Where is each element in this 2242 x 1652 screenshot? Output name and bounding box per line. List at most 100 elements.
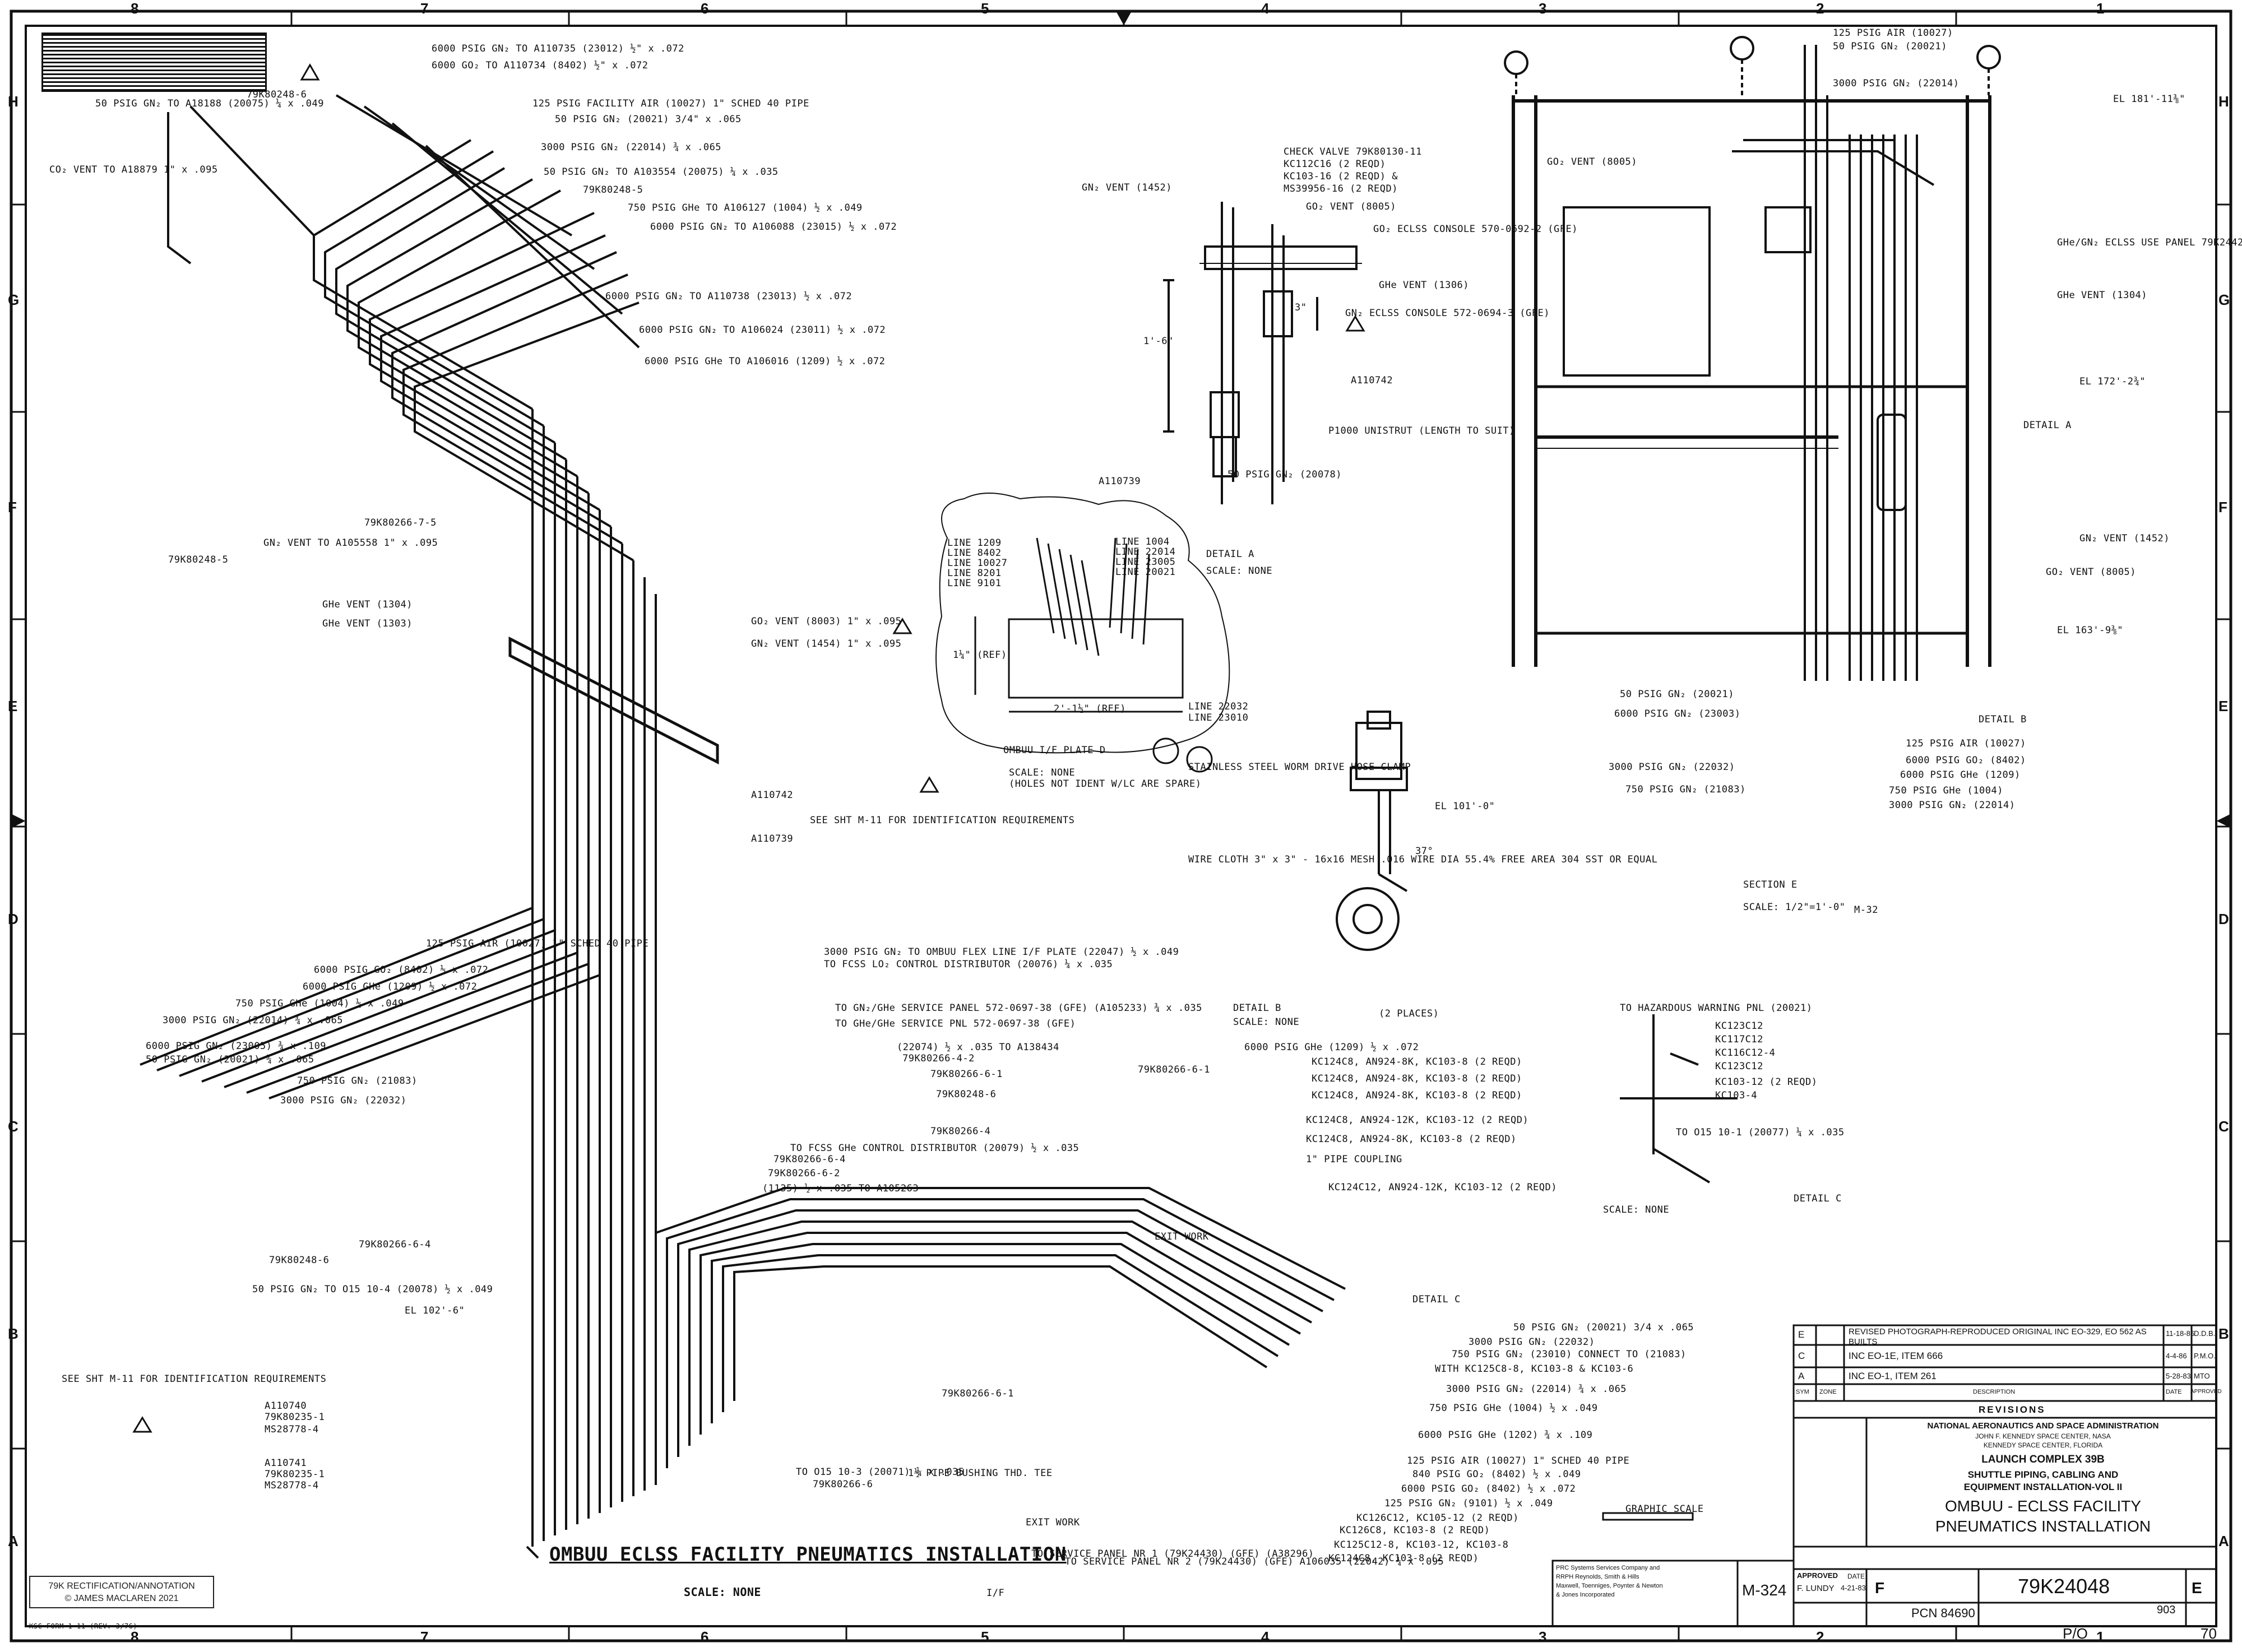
title-block-center: JOHN F. KENNEDY SPACE CENTER, NASA (1975, 1432, 2111, 1440)
copyright-line-1: 79K RECTIFICATION/ANNOTATION (48, 1581, 195, 1591)
detail-b-callout: DETAIL B (1233, 1003, 1281, 1014)
copyright-stamp: 79K RECTIFICATION/ANNOTATION © JAMES MAC… (29, 1576, 214, 1608)
title-block-pcn: PCN 84690 (1911, 1606, 1975, 1620)
drawing-main-title: OMBUU ECLSS FACILITY PNEUMATICS INSTALLA… (549, 1543, 1067, 1566)
contractor-line-2: RRPH Reynolds, Smith & Hills (1556, 1574, 1639, 1580)
iso-callout: TO SERVICE PANEL NR 1 (79K24430) (GFE) (… (1031, 1548, 1314, 1560)
revision-sym-e: E (1798, 1329, 1805, 1340)
grid-row-h: H (8, 93, 18, 110)
section-e-callout: GO₂ VENT (8005) (1547, 156, 1638, 168)
revision-date-c: 4-4-86 (2166, 1352, 2187, 1360)
revision-header-zone: ZONE (1819, 1389, 1837, 1395)
title-block-approved-label: APPROVED (1797, 1571, 1838, 1580)
iso-callout: SEE SHT M-11 FOR IDENTIFICATION REQUIREM… (810, 815, 1075, 826)
iso-callout: 79K80248-5 (583, 184, 643, 196)
plate-callout: LINE 1209 (947, 537, 1002, 549)
iso-callout: 6000 PSIG GN₂ TO A106088 (23015) ½ x .07… (650, 221, 897, 233)
grid-row-g-right: G (2218, 291, 2230, 308)
iso-callout: TO GN₂/GHe SERVICE PANEL 572-0697-38 (GF… (835, 1003, 1202, 1014)
grid-row-b-right: B (2218, 1325, 2229, 1342)
detail-b-callout: SCALE: NONE (1233, 1017, 1300, 1028)
iso-callout: 3000 PSIG GN₂ (22014) ¾ x .065 (541, 142, 722, 153)
grid-row-g: G (8, 291, 20, 308)
grid-row-e: E (8, 698, 18, 714)
detail-a-callout: 3" (1295, 302, 1307, 313)
detail-b-callout: KC124C8, AN924-12K, KC103-12 (2 REQD) (1306, 1115, 1529, 1126)
section-e-callout: 3000 PSIG GN₂ (22014) (1833, 78, 1960, 89)
grid-row-e-right: E (2218, 698, 2229, 714)
plate-callout: SCALE: NONE (1009, 767, 1076, 778)
iso-callout: 79K80266-4 (930, 1126, 991, 1137)
grid-row-h-right: H (2218, 93, 2229, 110)
page-mark-70: 70 (2201, 1625, 2217, 1642)
grid-column-4-bottom: 4 (1261, 1628, 1270, 1645)
contractor-line-1: PRC Systems Services Company and (1556, 1565, 1660, 1571)
detail-a-callout: P1000 UNISTRUT (LENGTH TO SUIT) (1328, 425, 1515, 437)
detail-a-callout: GO₂ ECLSS CONSOLE 570-0692-2 (GFE) (1373, 224, 1578, 235)
title-block-size: F (1875, 1579, 1885, 1597)
detail-a-callout: MS39956-16 (2 REQD) (1284, 183, 1398, 194)
detail-c-callout: 3000 PSIG GN₂ (22032) (1469, 1337, 1595, 1348)
detail-c-callout: TO O15 10-1 (20077) ¼ x .035 (1676, 1127, 1845, 1138)
plate-callout: LINE 8402 (947, 547, 1002, 559)
detail-a-callout: 1'-6" (1143, 336, 1174, 347)
grid-column-6: 6 (701, 0, 709, 17)
section-e-callout: SECTION E (1743, 879, 1798, 890)
section-e-callout: EL 172'-2¾" (2079, 376, 2146, 387)
grid-column-6-bottom: 6 (701, 1628, 709, 1645)
iso-callout: 6000 PSIG GN₂ (23005) ¾ x .109 (146, 1041, 327, 1052)
plate-callout: LINE 22014 (1115, 546, 1176, 558)
detail-b-callout: 1" PIPE COUPLING (1306, 1154, 1402, 1165)
revision-desc-a: INC EO-1, ITEM 261 (1849, 1371, 1937, 1381)
iso-callout: GHe VENT (1303) (322, 618, 413, 629)
detail-a-callout: CHECK VALVE 79K80130-11 (1284, 146, 1422, 157)
page-mark-903: 903 (2157, 1604, 2176, 1616)
detail-c-callout: KC103-4 (1715, 1090, 1758, 1101)
iso-callout: 50 PSIG GN₂ TO A103554 (20075) ¼ x .035 (544, 166, 779, 178)
section-e-callout: 125 PSIG AIR (10027) (1906, 738, 2026, 749)
iso-callout: 79K80248-6 (269, 1255, 330, 1266)
section-e-callout: 50 PSIG GN₂ (20021) (1620, 689, 1734, 700)
grid-column-4: 4 (1261, 0, 1270, 17)
detail-c-callout: 125 PSIG GN₂ (9101) ½ x .049 (1384, 1498, 1553, 1509)
detail-c-callout: GRAPHIC SCALE (1625, 1503, 1704, 1515)
detail-b-callout: 6000 PSIG GHe (1209) ½ x .072 (1244, 1042, 1419, 1053)
detail-a-callout: A110742 (1351, 375, 1393, 386)
contractor-line-3: Maxwell, Toenniges, Poynter & Newton (1556, 1583, 1663, 1589)
detail-b-callout: (2 PLACES) (1379, 1008, 1439, 1019)
detail-a-callout: KC112C16 (2 REQD) (1284, 159, 1386, 170)
revision-header-description: DESCRIPTION (1973, 1389, 2016, 1395)
iso-callout: TO FCSS GHe CONTROL DISTRIBUTOR (20079) … (790, 1143, 1080, 1154)
iso-callout: 6000 PSIG GHe (1209) ½ x .072 (303, 981, 478, 992)
grid-column-8: 8 (131, 0, 139, 17)
iso-callout: 79K80266-4-2 (902, 1053, 975, 1064)
detail-a-callout: GN₂ ECLSS CONSOLE 572-0694-3 (GFE) (1345, 308, 1550, 319)
iso-callout: EL 102'-6" (405, 1305, 465, 1316)
plate-callout: LINE 9101 (947, 578, 1002, 589)
grid-row-a-right: A (2218, 1533, 2229, 1549)
detail-b-callout: KC124C8, AN924-8K, KC103-8 (2 REQD) (1312, 1073, 1522, 1084)
revisions-caption: REVISIONS (1979, 1404, 2046, 1415)
contractor-line-4: & Jones Incorporated (1556, 1591, 1615, 1598)
hose-callout: 37° (1415, 846, 1434, 857)
section-e-callout: 750 PSIG GHe (1004) (1889, 785, 2003, 796)
iso-callout: 79K80266-6-1 (930, 1069, 1003, 1080)
iso-callout: 3000 PSIG GN₂ TO OMBUU FLEX LINE I/F PLA… (824, 946, 1179, 958)
detail-c-callout: 6000 PSIG GHe (1202) ¾ x .109 (1418, 1430, 1593, 1441)
detail-c-callout: KC103-12 (2 REQD) (1715, 1076, 1818, 1088)
iso-callout: 79K80248-6 (936, 1089, 997, 1100)
plate-callout: LINE 20021 (1115, 567, 1176, 578)
grid-row-a: A (8, 1533, 18, 1549)
section-e-callout: 750 PSIG GN₂ (21083) (1625, 784, 1746, 795)
detail-c-callout: TO HAZARDOUS WARNING PNL (20021) (1620, 1003, 1813, 1014)
detail-a-callout: DETAIL A (1206, 549, 1254, 560)
section-e-callout: DETAIL B (1979, 714, 2027, 725)
iso-callout: (22074) ½ x .035 TO A138434 (897, 1042, 1059, 1053)
copyright-line-2: © JAMES MACLAREN 2021 (64, 1593, 179, 1603)
iso-callout: CO₂ VENT TO A18879 1" x .095 (49, 164, 218, 175)
detail-c-callout: KC116C12-4 (1715, 1047, 1776, 1059)
iso-callout: A110739 (751, 833, 794, 844)
detail-b-callout: KC124C8, AN924-8K, KC103-8 (2 REQD) (1312, 1056, 1522, 1068)
